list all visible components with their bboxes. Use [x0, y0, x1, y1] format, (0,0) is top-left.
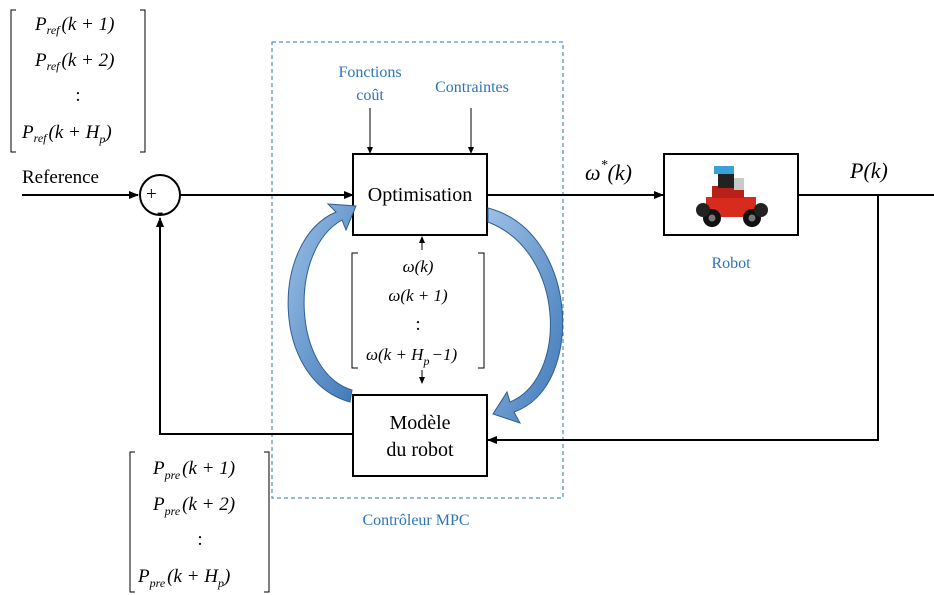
optimisation-label: Optimisation [368, 184, 472, 206]
svg-text:ω(k + 1): ω(k + 1) [388, 286, 448, 305]
controller-boundary [271, 41, 564, 499]
svg-text:Ppre(k + 2): Ppre(k + 2) [152, 494, 235, 518]
svg-text::: : [197, 529, 202, 550]
robot-image [696, 166, 768, 227]
robot-caption: Robot [711, 255, 751, 272]
omega-vector: ω(k) ω(k + 1) : ω(k + Hp−1) [351, 236, 485, 384]
svg-text::: : [415, 314, 420, 335]
constraints-label: Contraintes [435, 79, 509, 96]
omega-star-label: ω*(k) [585, 158, 632, 185]
reference-label: Reference [22, 167, 99, 188]
svg-text::: : [75, 85, 80, 106]
cost-label-2: coût [356, 87, 384, 104]
svg-text:Pref(k + Hp): Pref(k + Hp) [21, 122, 112, 146]
prediction-vector: Ppre(k + 1) Ppre(k + 2) : Ppre(k + Hp) [129, 451, 270, 593]
svg-text:Ppre(k + 1): Ppre(k + 1) [152, 458, 235, 482]
output-label: P(k) [849, 158, 888, 183]
curved-arrow-left [287, 203, 357, 403]
reference-vector: Pref(k + 1) Pref(k + 2) : Pref(k + Hp) [10, 9, 146, 153]
cost-label-1: Fonctions [338, 64, 401, 81]
svg-text:ω(k + Hp−1): ω(k + Hp−1) [366, 345, 457, 368]
svg-text:Pref(k + 1): Pref(k + 1) [34, 14, 114, 37]
summing-junction: + - [139, 174, 181, 223]
svg-text:-: - [157, 202, 163, 223]
prediction-feedback-line [156, 217, 353, 435]
model-label-2: du robot [386, 439, 454, 461]
svg-text:ω(k): ω(k) [403, 257, 434, 276]
optimisation-block [352, 153, 488, 236]
svg-text:+: + [146, 184, 157, 205]
curved-arrow-right [487, 207, 564, 424]
svg-text:Pref(k + 2): Pref(k + 2) [34, 50, 114, 73]
controller-label: Contrôleur MPC [362, 512, 469, 529]
model-block [352, 394, 488, 477]
model-label-1: Modèle [389, 412, 450, 434]
svg-text:Ppre(k + Hp): Ppre(k + Hp) [137, 566, 230, 590]
output-feedback-line [487, 195, 879, 444]
